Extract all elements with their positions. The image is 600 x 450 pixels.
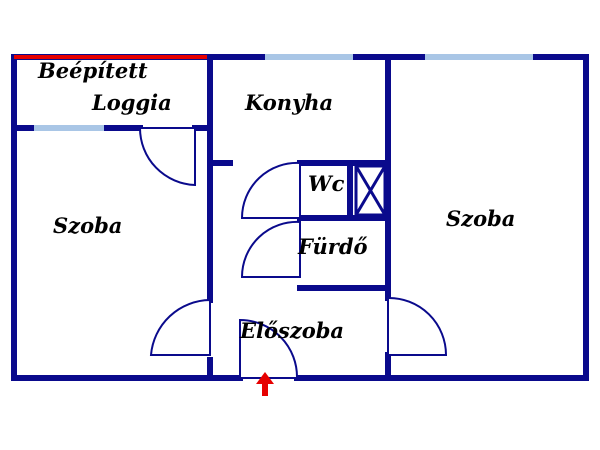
label-kitchen: Konyha (244, 90, 333, 115)
wc-cross-icon (354, 164, 387, 217)
label-hallway: Előszoba (239, 318, 344, 343)
interior-walls (11, 54, 391, 381)
window-kitchen (265, 54, 353, 60)
door-left-room[interactable] (149, 298, 211, 356)
window-left-room (34, 125, 104, 131)
window-right-room (425, 54, 533, 60)
door-bathroom[interactable] (240, 220, 301, 278)
label-room-left: Szoba (53, 213, 122, 238)
door-loggia[interactable] (138, 127, 196, 187)
windows (34, 54, 533, 131)
label-loggia: Loggia (91, 90, 172, 115)
door-entrance[interactable] (239, 318, 299, 379)
entrance-arrow-icon (256, 372, 274, 396)
door-right-room[interactable] (387, 296, 448, 356)
label-wc: Wc (308, 171, 345, 196)
label-room-right: Szoba (446, 206, 515, 231)
label-built-in: Beépített (37, 58, 148, 83)
doors (138, 127, 448, 379)
label-bathroom: Fürdő (297, 234, 368, 259)
door-wc[interactable] (240, 161, 301, 219)
